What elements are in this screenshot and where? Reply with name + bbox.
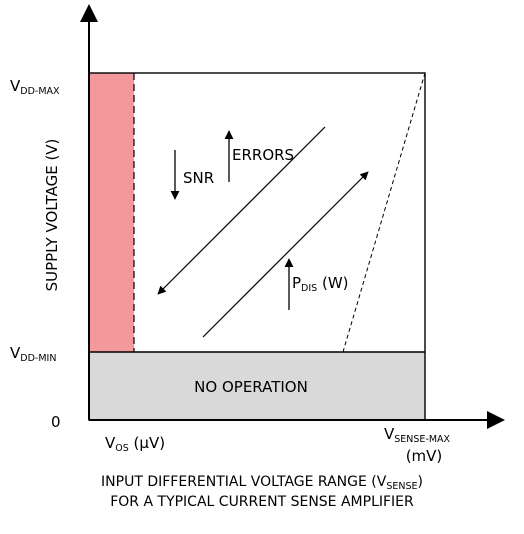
y-axis-arrowhead [80,4,98,22]
x-axis-caption-line1: INPUT DIFFERENTIAL VOLTAGE RANGE (VSENSE… [101,474,423,492]
y-tick-zero: 0 [51,413,61,431]
sense-max-boundary [342,72,426,353]
no-operation-label: NO OPERATION [194,378,308,396]
y-tick-vdd-min: VDD-MIN [10,344,56,364]
y-axis-title: SUPPLY VOLTAGE (V) [43,139,61,292]
y-tick-vdd-max: VDD-MAX [10,77,60,97]
trend-arrow-snr-errors [157,126,326,295]
x-tick-vsense-max: VSENSE-MAX [384,425,451,445]
x-tick-vsense-max-unit: (mV) [406,447,443,465]
no-operation-region [89,352,425,420]
errors-label: ERRORS [232,146,294,164]
pdis-label: PDIS (W) [292,274,349,294]
x-axis-caption-line2: FOR A TYPICAL CURRENT SENSE AMPLIFIER [110,494,414,510]
snr-label: SNR [183,169,214,187]
x-axis-arrowhead [487,411,505,429]
x-tick-vos: VOS (µV) [105,434,165,454]
trend-arrow-pdis [202,171,369,338]
offset-voltage-band [89,73,134,352]
